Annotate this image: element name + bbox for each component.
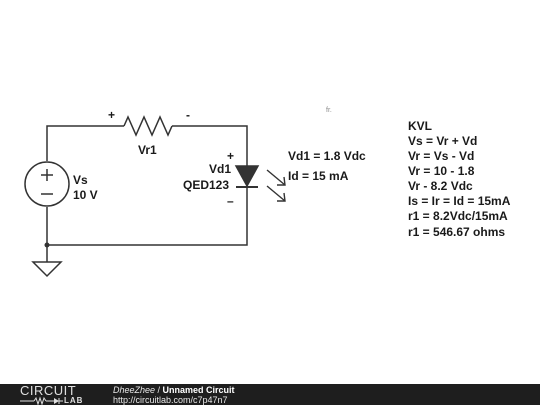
logo-wordmark: CIRCUIT: [20, 383, 77, 398]
resistor-minus-label: -: [186, 108, 190, 122]
meta-separator: /: [155, 385, 163, 395]
diode-part-label: QED123: [183, 178, 229, 192]
diode-minus-label: –: [227, 194, 234, 208]
kvl-heading: KVL: [408, 119, 432, 133]
wire-top-right: [172, 125, 248, 166]
wires: [46, 125, 248, 262]
annotation-id: Id = 15 mA: [288, 169, 349, 183]
diode-plus-label: +: [227, 149, 234, 163]
source-name-label: Vs: [73, 173, 88, 187]
resistor-plus-label: +: [108, 108, 115, 122]
circuitlab-logo[interactable]: CIRCUIT LAB: [20, 384, 100, 405]
kvl-line: r1 = 546.67 ohms: [408, 225, 505, 239]
ground-symbol: [31, 261, 63, 278]
logo-lab-text: LAB: [64, 396, 84, 405]
kvl-line: Is = Ir = Id = 15mA: [408, 194, 511, 208]
circuit-url-link[interactable]: http://circuitlab.com/c7p47n7: [113, 395, 228, 405]
circuit-title: Unnamed Circuit: [162, 385, 235, 395]
stray-mark: fr.: [326, 107, 332, 114]
resistor-name-label: Vr1: [138, 143, 157, 157]
junction-dot: [44, 242, 50, 248]
circuit-schematic: + - Vr1 Vs 10 V + Vd1 QED123 – Vd1 = 1.8…: [24, 107, 511, 278]
kvl-line: Vr = Vs - Vd: [408, 149, 474, 163]
source-value-label: 10 V: [73, 188, 98, 202]
kvl-line: r1 = 8.2Vdc/15mA: [408, 209, 508, 223]
kvl-line: Vr - 8.2 Vdc: [408, 179, 473, 193]
annotation-vd1: Vd1 = 1.8 Vdc: [288, 149, 366, 163]
kvl-line: Vr = 10 - 1.8: [408, 164, 475, 178]
kvl-notes: KVL Vs = Vr + Vd Vr = Vs - Vd Vr = 10 - …: [408, 119, 511, 239]
author-link[interactable]: DheeZhee: [113, 385, 156, 395]
wire-top-left: [46, 125, 124, 161]
logo-circuit-line-icon: [20, 396, 63, 405]
voltage-source-symbol: [24, 161, 70, 207]
circuit-meta: DheeZhee / Unnamed Circuit http://circui…: [113, 385, 235, 405]
kvl-line: Vs = Vr + Vd: [408, 134, 477, 148]
led-symbol: [234, 165, 260, 188]
led-emission-arrows-icon: [266, 169, 286, 202]
resistor-symbol: [123, 115, 173, 137]
wire-bottom: [47, 188, 248, 246]
diode-name-label: Vd1: [209, 162, 231, 176]
footer-bar: CIRCUIT LAB DheeZhee / Unnamed Circuit h…: [0, 384, 540, 405]
